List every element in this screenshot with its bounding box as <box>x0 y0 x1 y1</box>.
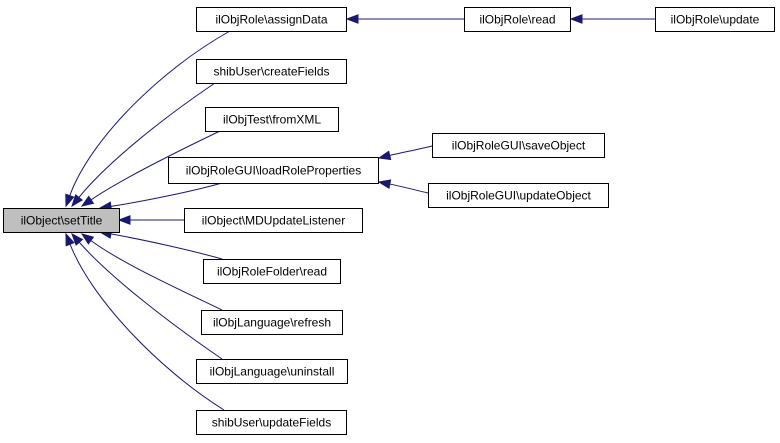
node-md-update[interactable]: ilObject\MDUpdateListener <box>184 208 363 233</box>
arrowhead-icon <box>377 150 392 161</box>
node-label: ilObjRole\read <box>479 13 555 27</box>
arrowhead-icon <box>569 14 583 24</box>
edge-line <box>90 130 221 201</box>
edge-assign-data-to-set-title <box>65 30 231 208</box>
node-lang-uninstall[interactable]: ilObjLanguage\uninstall <box>196 359 348 384</box>
edge-line <box>78 241 223 360</box>
node-box <box>196 359 348 384</box>
node-label: ilObject\setTitle <box>21 214 103 228</box>
edge-md-update-to-set-title <box>117 215 184 225</box>
node-from-xml[interactable]: ilObjTest\fromXML <box>205 107 339 132</box>
edge-line <box>110 233 223 260</box>
edge-update-object-to-load-role-props <box>377 179 429 194</box>
edge-line <box>389 145 433 156</box>
node-role-read[interactable]: ilObjRole\read <box>464 7 571 32</box>
arrowhead-icon <box>80 233 95 245</box>
arrowhead-icon <box>71 232 84 246</box>
arrowhead-icon <box>117 215 131 225</box>
node-update-object[interactable]: ilObjRoleGUI\updateObject <box>428 183 609 208</box>
node-assign-data[interactable]: ilObjRole\assignData <box>196 7 347 32</box>
nodes-layer: ilObject\setTitle ilObjRole\assignData ilO… <box>3 7 775 435</box>
edge-folder-read-to-set-title <box>98 229 223 260</box>
node-save-object[interactable]: ilObjRoleGUI\saveObject <box>432 133 605 158</box>
edge-save-object-to-load-role-props <box>377 145 433 161</box>
edge-lang-uninstall-to-set-title <box>71 232 223 360</box>
edge-line <box>389 183 429 194</box>
node-label: shibUser\createFields <box>213 65 329 79</box>
node-create-fields[interactable]: shibUser\createFields <box>196 59 347 84</box>
arrowhead-icon <box>65 193 75 208</box>
edge-role-update-to-role-read <box>569 14 655 24</box>
edge-line <box>69 244 225 411</box>
arrowhead-icon <box>71 193 84 208</box>
edge-from-xml-to-set-title <box>80 130 221 207</box>
node-box <box>203 259 341 284</box>
edge-lang-refresh-to-set-title <box>80 233 223 311</box>
node-box <box>205 107 339 132</box>
node-role-update[interactable]: ilObjRole\update <box>655 7 775 32</box>
node-box <box>196 59 347 84</box>
edge-line <box>78 82 216 198</box>
arrowhead-icon <box>80 195 95 207</box>
node-set-title[interactable]: ilObject\setTitle <box>3 208 120 233</box>
edge-load-role-props-to-set-title <box>98 182 223 212</box>
node-label: ilObjRoleGUI\saveObject <box>452 139 586 153</box>
node-box <box>655 7 775 32</box>
node-load-role-props[interactable]: ilObjRoleGUI\loadRoleProperties <box>168 157 379 184</box>
node-box <box>464 7 571 32</box>
node-box <box>196 7 347 32</box>
node-box <box>428 183 609 208</box>
node-box <box>432 133 605 158</box>
arrowhead-icon <box>345 14 359 24</box>
node-box <box>3 208 120 233</box>
edge-role-read-to-assign-data <box>345 14 464 24</box>
node-box <box>184 208 363 233</box>
node-label: ilObjLanguage\refresh <box>213 316 331 330</box>
edge-update-fields-to-set-title <box>65 232 225 411</box>
node-label: ilObjRole\update <box>671 13 760 27</box>
edge-line <box>90 240 223 311</box>
node-label: ilObjRoleGUI\loadRoleProperties <box>186 164 361 178</box>
node-update-fields[interactable]: shibUser\updateFields <box>196 410 347 435</box>
node-label: shibUser\updateFields <box>212 416 331 430</box>
node-box <box>201 310 343 335</box>
arrowhead-icon <box>65 232 75 247</box>
node-label: ilObjRole\assignData <box>215 13 327 27</box>
node-label: ilObject\MDUpdateListener <box>202 214 345 228</box>
node-label: ilObjLanguage\uninstall <box>210 365 335 379</box>
edge-line <box>110 182 223 207</box>
node-label: ilObjTest\fromXML <box>223 113 321 127</box>
node-box <box>168 157 379 184</box>
node-box <box>196 410 347 435</box>
node-lang-refresh[interactable]: ilObjLanguage\refresh <box>201 310 343 335</box>
node-folder-read[interactable]: ilObjRoleFolder\read <box>203 259 341 284</box>
node-label: ilObjRoleFolder\read <box>217 265 327 279</box>
arrowhead-icon <box>377 179 392 189</box>
edge-line <box>69 30 231 196</box>
node-label: ilObjRoleGUI\updateObject <box>446 189 591 203</box>
edge-create-fields-to-set-title <box>71 82 216 208</box>
